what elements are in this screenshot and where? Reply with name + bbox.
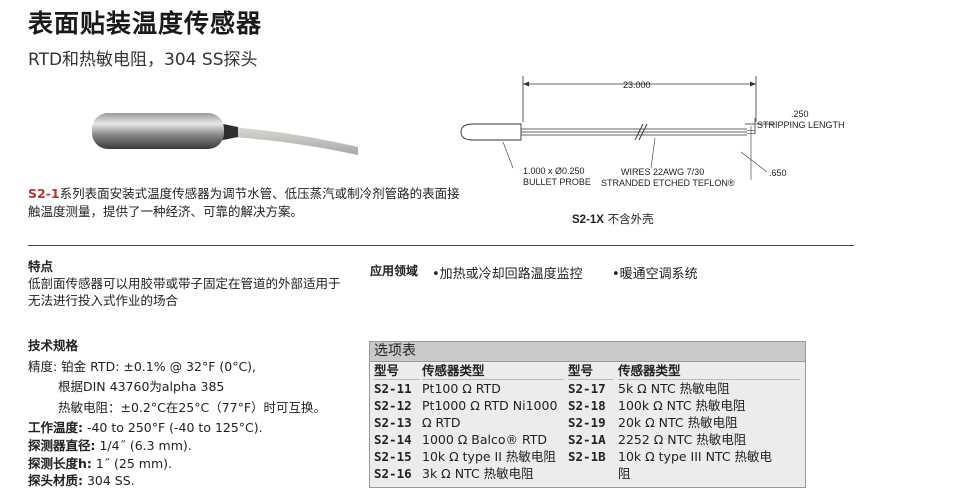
table-cell: Pt100 Ω RTD [422,381,501,396]
left-model-column: 型号 S2-11 S2-12 S2-13 S2-14 S2-15 S2-16 [374,362,420,482]
section-divider [28,245,854,246]
probe-label-2: BULLET PROBE [523,177,591,187]
table-cell: Pt1000 Ω RTD Ni1000 [422,398,558,413]
dimension-diagram: 23.000 .250 STRIPPING LENGTH .650 1.000 … [460,76,845,188]
table-cell: S2-13 [374,415,412,430]
right-type-column: 传感器类型 5k Ω NTC 热敏电阻 100k Ω NTC 热敏电阻 20k … [618,362,800,482]
caption-text: 不含外壳 [603,212,654,226]
table-cell: Ω RTD [422,415,461,430]
applications-label: 应用领域 [370,264,419,278]
features-heading: 特点 [28,259,54,274]
left-type-column: 传感器类型 Pt100 Ω RTD Pt1000 Ω RTD Ni1000 Ω … [422,362,564,482]
spec-len-label: 探测长度h: [28,456,92,471]
diagram-caption: S2-1X 不含外壳 [572,211,654,227]
length-label: 23.000 [623,80,651,90]
table-cell: 10k Ω type III NTC 热敏电 [618,449,773,464]
column-header: 传感器类型 [422,362,564,380]
table-cell: S2-15 [374,449,412,464]
table-cell: S2-16 [374,466,412,481]
table-cell: 10k Ω type II 热敏电阻 [422,449,556,464]
intro-code: S2-1 [28,186,60,201]
table-cell [568,465,614,482]
features-text: 低剖面传感器可以用胶带或带子固定在管道的外部适用于无法进行投入式作业的场合 [28,276,341,308]
probe-photo [92,113,358,155]
table-cell: 阻 [618,466,631,481]
spec-thermistor: 热敏电阻：±0.2°C在25°C（77°F）时可互换。 [58,400,327,415]
table-cell: S2-1A [568,432,606,447]
spec-dia-label: 探测器直径: [28,438,96,453]
probe-label-1: 1.000 x Ø0.250 [523,166,585,176]
spec-diameter: 探测器直径: 1/4˝ (6.3 mm). [28,435,192,454]
spec-mat-label: 探头材质: [28,473,83,488]
wire-label-2: STRANDED ETCHED TEFLON® [601,178,735,188]
spec-temp-value: -40 to 250°F (-40 to 125°C). [83,420,263,435]
application-item: •暖通空调系统 [612,267,698,282]
table-cell: 3k Ω NTC 热敏电阻 [422,466,534,481]
table-cell: 20k Ω NTC 热敏电阻 [618,415,738,430]
table-cell: S2-17 [568,381,606,396]
table-cell: 100k Ω NTC 热敏电阻 [618,398,746,413]
spec-dia-value: 1/4˝ (6.3 mm). [95,438,192,453]
spec-temp-label: 工作温度: [28,420,83,435]
intro-paragraph: S2-1系列表面安装式温度传感器为调节水管、低压蒸汽或制冷剂管路的表面接触温度测… [28,185,468,221]
column-header: 型号 [568,362,614,380]
table-cell: S2-1B [568,449,606,464]
strip-text: STRIPPING LENGTH [757,120,845,130]
wire-label-1: WIRES 22AWG 7/30 [621,167,704,177]
page-title: 表面贴装温度传感器 [28,9,263,38]
table-cell: S2-12 [374,398,412,413]
spec-mat-value: 304 SS. [83,473,135,488]
options-table-title: 选项表 [370,342,805,362]
table-cell: 1000 Ω Balco® RTD [422,432,548,447]
column-header: 型号 [374,362,420,380]
table-cell: S2-18 [568,398,606,413]
table-cell: S2-19 [568,415,606,430]
spec-len-value: 1˝ (25 mm). [91,456,173,471]
strip-value: .250 [791,109,809,119]
table-cell: 5k Ω NTC 热敏电阻 [618,381,730,396]
spec-temp: 工作温度: -40 to 250°F (-40 to 125°C). [28,417,263,436]
intro-text: 系列表面安装式温度传感器为调节水管、低压蒸汽或制冷剂管路的表面接触温度测量，提供… [28,186,460,219]
spec-din: 根据DIN 43760为alpha 385 [58,379,225,394]
caption-code: S2-1X [572,214,604,226]
specs-heading: 技术规格 [28,338,79,353]
right-model-column: 型号 S2-17 S2-18 S2-19 S2-1A S2-1B [568,362,614,482]
table-cell: 2252 Ω NTC 热敏电阻 [618,432,747,447]
application-item: •加热或冷却回路温度监控 [432,267,583,282]
spec-material: 探头材质: 304 SS. [28,470,135,489]
column-header: 传感器类型 [618,362,800,380]
table-cell: S2-14 [374,432,412,447]
options-table: 选项表 型号 S2-11 S2-12 S2-13 S2-14 S2-15 S2-… [369,341,806,488]
page-subtitle: RTD和热敏电阻，304 SS探头 [28,50,258,70]
dim-650: .650 [769,168,787,178]
table-cell: S2-11 [374,381,412,396]
spec-length: 探测长度h: 1˝ (25 mm). [28,453,172,472]
spec-accuracy: 精度: 铂金 RTD: ±0.1% @ 32°F (0°C), [28,359,257,374]
